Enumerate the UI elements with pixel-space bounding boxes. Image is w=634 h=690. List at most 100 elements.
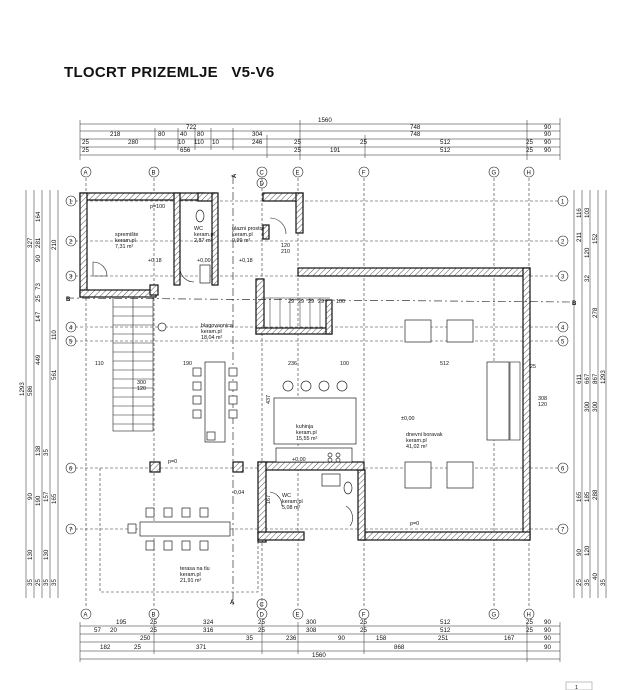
dim-right-667: 667 (584, 373, 591, 384)
axis-a-bottom: A (84, 613, 88, 619)
dim-90-b: 90 (544, 131, 551, 138)
dim-25-n: 25 (360, 139, 367, 146)
level-living: ±0,00 (401, 416, 414, 422)
section-lines: B B A A (65, 173, 577, 606)
dim-b-512b: 512 (440, 627, 451, 634)
dim-total-1560: 1560 (318, 117, 332, 124)
axis-4-right: 4 (561, 326, 565, 332)
dim-right-867: 867 (592, 373, 599, 384)
dim-40: 40 (180, 131, 187, 138)
room-area-kitchen: 15,55 m² (296, 436, 317, 442)
dim-90-d: 90 (544, 147, 551, 154)
label-p100: p=100 (150, 204, 165, 210)
room-name-living: dnevni boravak (406, 432, 443, 438)
dim-b-324: 324 (203, 619, 214, 626)
room-area-dining: 18,04 m² (201, 335, 222, 341)
room-name-wc-upper: WC (194, 226, 203, 232)
dim-right-300b: 300 (592, 401, 599, 412)
dim-b-300: 300 (306, 619, 317, 626)
door-swings (92, 217, 353, 527)
dim-b-25a: 25 (150, 619, 157, 626)
drawing-title: TLOCRT PRIZEMLJE V5-V6 (64, 64, 275, 81)
label-p0-b: p=0 (410, 521, 419, 527)
dim-left-90b: 90 (27, 493, 34, 500)
dim-left-210: 210 (51, 239, 58, 250)
room-label-kitchen: kuhinja keram.pl 15,55 m² (296, 424, 317, 442)
dim-b-20: 20 (110, 627, 117, 634)
axis-h-top: H (527, 171, 531, 177)
dim-right-1293: 1293 (600, 370, 607, 384)
dim-left-281: 281 (35, 237, 42, 248)
dim-left-561: 561 (51, 369, 58, 380)
dim-left-130: 130 (27, 549, 34, 560)
axis-d-top: D (260, 182, 265, 188)
dim-left-1293: 1293 (19, 382, 26, 396)
dim-right-40: 40 (592, 573, 599, 580)
room-label-wc-upper: WC keram.pl 2,87 m² (194, 226, 215, 244)
dim-right-300: 300 (584, 401, 591, 412)
dim-25-r2: 25 (526, 147, 533, 154)
axis-6-left: 6 (69, 467, 73, 473)
section-a-top: A (232, 173, 238, 178)
axis-5-right: 5 (561, 340, 565, 346)
axis-c-top: C (260, 171, 265, 177)
axis-4-left: 4 (69, 326, 73, 332)
dim-right-35b: 35 (600, 579, 607, 586)
axis-bubbles-top: A B C D E F G H (80, 166, 535, 189)
label-437: 437 (266, 395, 272, 404)
axis-g-bottom: G (492, 613, 497, 619)
dim-25-r: 25 (526, 139, 533, 146)
level-markers: +0,18 +0,18 +0,00 ±0,00 -0,04 +0,00 (148, 258, 414, 496)
dim-90-c: 90 (544, 139, 551, 146)
room-finish-entry: keram.pl (232, 232, 253, 238)
dim-90: 90 (544, 124, 551, 131)
label-29c: 29 (318, 299, 324, 305)
label-210: 210 (281, 249, 290, 255)
dim-25-m2: 25 (294, 147, 301, 154)
dim-b-35: 35 (246, 635, 253, 642)
dim-b-90a: 90 (544, 619, 551, 626)
dim-left-165: 165 (51, 493, 58, 504)
axis-2-right: 2 (561, 240, 565, 246)
room-area-terrace: 21,91 m² (180, 578, 201, 584)
dim-left-130b: 130 (43, 549, 50, 560)
dim-right-165: 165 (576, 491, 583, 502)
dim-left-157: 157 (43, 491, 50, 502)
bottom-dimension-chains (79, 622, 561, 662)
room-finish-wc-lower: keram.pl (282, 499, 303, 505)
dim-656: 656 (180, 147, 191, 154)
interior-dimension-labels: p=100 p=0 p=0 120 210 110 300 120 437 19… (95, 204, 547, 527)
label-308: 308 (538, 396, 547, 402)
dim-b-25e: 25 (150, 627, 157, 634)
dim-b-868: 868 (394, 644, 405, 651)
section-b-left: B (66, 297, 71, 303)
room-label-terrace: terasa na tlu keram.pl 21,91 m² (180, 566, 210, 584)
room-area-storage: 7,31 m² (115, 244, 133, 250)
axis-d-bottom: D (260, 613, 265, 619)
dim-280: 280 (128, 139, 139, 146)
dim-b-90c: 90 (338, 635, 345, 642)
room-name-dining: blagovaonica (201, 323, 233, 329)
room-area-entry: 9,99 m² (232, 238, 250, 244)
dim-left-90: 90 (35, 255, 42, 262)
dim-b-308: 308 (306, 627, 317, 634)
dining-table (192, 361, 238, 443)
axis-e-bottom: E (296, 613, 300, 619)
dim-10-b: 10 (212, 139, 219, 146)
axis-1-right: 1 (561, 200, 565, 206)
room-finish-living: keram.pl (406, 438, 427, 444)
dim-512-b: 512 (440, 147, 451, 154)
dim-left-35b: 35 (27, 579, 34, 586)
wc-fixtures (157, 209, 353, 495)
dim-80-b: 80 (197, 131, 204, 138)
room-label-living: dnevni boravak keram.pl 41,02 m² (406, 432, 443, 450)
label-236: 236 (288, 361, 297, 367)
axis-h-bottom: H (527, 613, 531, 619)
label-120: 120 (281, 243, 290, 249)
axis-b-top: B (152, 171, 156, 177)
kitchen-counter (273, 380, 357, 463)
walls (79, 192, 531, 543)
bottom-dimension-texts: 195 25 324 25 300 25 512 25 90 57 20 25 … (94, 619, 551, 659)
dim-748-b: 748 (410, 131, 421, 138)
